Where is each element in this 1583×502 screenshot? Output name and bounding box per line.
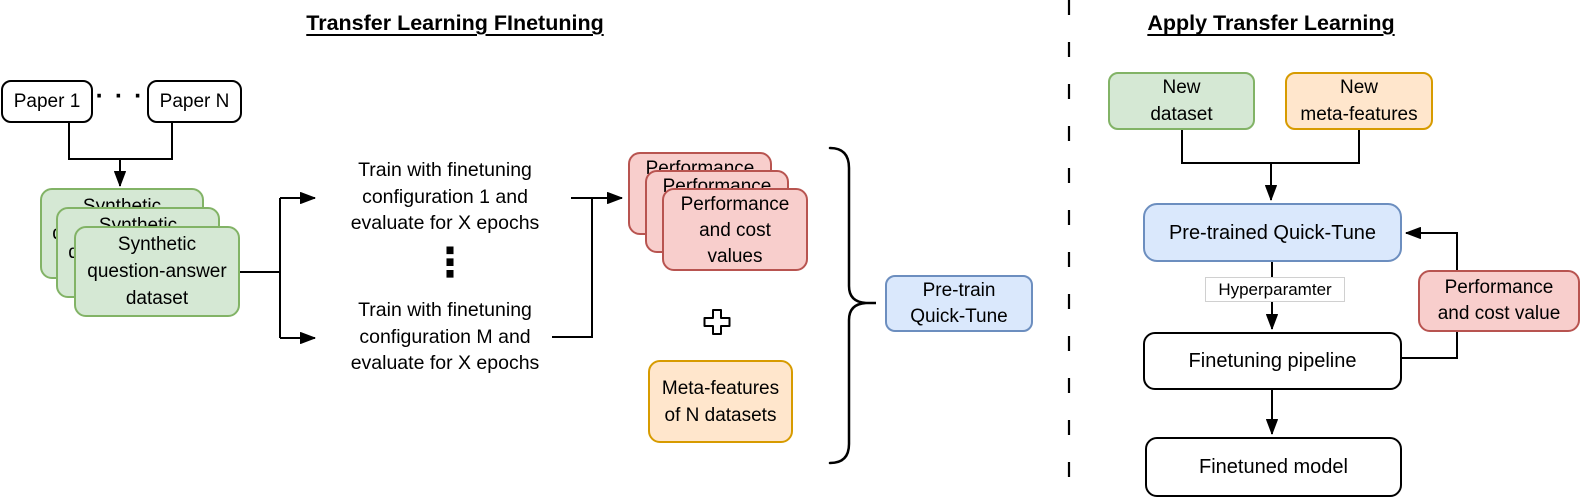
new-dataset-box: New dataset [1108,72,1255,130]
paper-n-box: Paper N [147,80,242,123]
train-merge-connector [552,198,593,338]
plus-icon [703,309,731,335]
new-inputs-merge-connector [1181,130,1360,164]
meta-features-box: Meta-features of N datasets [648,360,793,443]
train-config-m-text: Train with finetuning configuration M an… [350,299,540,374]
train-configs-ellipsis: ⋮ [430,241,470,285]
pretrained-quicktune-box: Pre-trained Quick-Tune [1143,203,1402,262]
papers-merge-connector [68,123,173,160]
synthetic-dataset-box-front: Synthetic question-answer dataset [74,226,240,317]
dataset-split-connector [240,198,281,338]
grouping-brace [828,146,867,465]
finetuned-model-box: Finetuned model [1145,437,1402,497]
finetuning-pipeline-box: Finetuning pipeline [1143,332,1402,390]
papers-ellipsis: · · · [95,82,145,110]
pretrain-quicktune-box: Pre-train Quick-Tune [885,275,1033,332]
right-section-title: Apply Transfer Learning [1147,11,1395,35]
performance-cost-value-box: Performance and cost value [1418,270,1580,332]
performance-values-box-front: Performance and cost values [662,188,808,271]
new-meta-features-box: New meta-features [1285,72,1433,130]
train-config-1-text: Train with finetuning configuration 1 an… [350,159,540,234]
hyperparameter-edge-label: Hyperparamter [1205,277,1345,302]
left-section-title: Transfer Learning FInetuning [306,11,604,35]
paper-1-box: Paper 1 [1,80,93,123]
